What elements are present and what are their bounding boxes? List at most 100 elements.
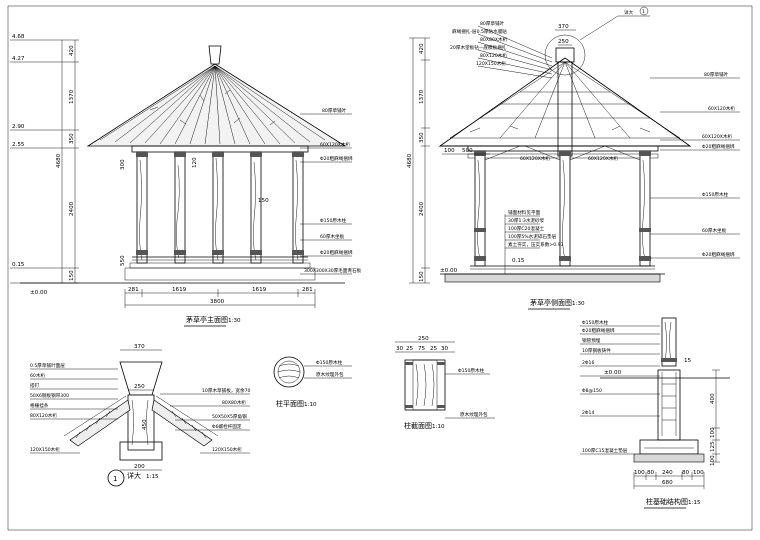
front-hdim-4: 281 [302, 287, 313, 293]
front-elevation: 4.68 4.27 2.90 2.55 0.15 ±0.00 420 1370 … [10, 34, 362, 327]
detail1-left-label-5: 格栅挂条 [30, 402, 49, 409]
column-section-dim-3: 25 [406, 346, 414, 352]
front-label-column: Φ150原木柱 [320, 217, 347, 224]
front-level-1: 4.68 [12, 34, 25, 40]
side-right-label-4: Φ20粗麻绳捆绑 [702, 143, 735, 150]
footing-hdim-4: 80 [682, 470, 690, 476]
column-plan-label-2: 原木纹理外包 [316, 371, 344, 378]
column-section-title: 柱截面图 [404, 421, 432, 430]
footing-hdim-1: 100 [634, 470, 645, 476]
detail1-bottom-left: 120X150木桁 [30, 446, 60, 453]
column-plan-scale: 1:10 [304, 402, 317, 408]
side-top-label-4: 20厚木望板钻—底模板捆扎 [450, 44, 507, 51]
side-right-label-3: 60X120X木桁 [702, 133, 733, 140]
column-section-dim-5: 25 [430, 346, 438, 352]
detail1-right-label-1: 10厚木草铺板，宽余70 [202, 387, 251, 394]
side-right-label-1: 80厚草铺叶 [704, 71, 729, 78]
column-section-label-1: Φ150原木柱 [458, 367, 485, 374]
front-vdim-1: 420 [69, 45, 75, 56]
front-vdim-2: 1370 [69, 89, 75, 104]
front-label-rope-bottom: Φ20粗麻绳捆绑 [320, 249, 353, 256]
detail1-left-label-4: 50X6钢板钢带300 [30, 392, 69, 399]
side-foundation-5: 素土夯实，压实系数>0.93 [508, 241, 563, 248]
side-top-label-2: 麻绳捆扎-层0.5厚防水膜贴 [452, 28, 507, 35]
side-vdim-3: 350 [419, 132, 425, 143]
column-section-dim-2: 30 [396, 346, 404, 352]
footing-vdim-1: 400 [710, 393, 716, 404]
footing-title: 柱基础结构图 [646, 497, 688, 506]
side-right-label-7: Φ20粗麻绳捆绑 [702, 251, 735, 258]
side-top-dim-1: 370 [558, 24, 569, 30]
side-vdim-5: 2400 [419, 201, 425, 216]
side-right-label-2: 60X120木桁 [708, 105, 735, 112]
footing-label-5: 2Φ16 [582, 360, 594, 366]
front-level-4: 2.55 [12, 142, 25, 148]
front-inner-dim-3: 150 [258, 198, 269, 204]
footing-scale: 1:15 [688, 500, 701, 506]
front-level-6: ±0.00 [30, 290, 48, 296]
detail1-left-label-1: 0.5厚草铺叶面层 [30, 362, 65, 369]
front-vdim-6: 150 [69, 270, 75, 281]
detail-1: 370 250 450 200 0.5厚草铺叶面层 60木桁 搭钉 50X6 [30, 344, 251, 487]
side-vdim-2: 1370 [419, 89, 425, 104]
footing-label-2: Φ20粗麻绳捆绑 [582, 327, 615, 334]
side-title: 茅草亭侧面图 [530, 298, 572, 307]
detail1-bottom-right: 120X150木桁 [212, 446, 242, 453]
side-vdim-6: 150 [419, 271, 425, 282]
side-foundation-3: 100厚C20混凝土 [508, 225, 545, 232]
column-footing: Φ150原木柱 Φ20粗麻绳捆绑 钢管预埋 10厚钢板铸件 2Φ16 Φ8@15… [580, 317, 730, 509]
front-total-dim: 3800 [210, 299, 225, 305]
front-label-rope-top: Φ20粗麻绳捆绑 [320, 155, 353, 162]
side-small-dim-2: 500 [462, 148, 473, 154]
detail1-right-label-3: 50X50X5厚角钢 [212, 413, 247, 420]
front-label-thatch: 80厚草铺叶 [322, 107, 347, 114]
front-level-5: 0.15 [12, 262, 25, 268]
side-top-label-1: 80厚草铺叶 [480, 20, 505, 27]
side-right-label-5: Φ150原木柱 [702, 191, 729, 198]
front-inner-dim-4: 550 [120, 255, 126, 266]
front-scale: 1:30 [228, 318, 241, 324]
footing-vdim-2: 100 [710, 427, 716, 438]
footing-top-dim: 15 [684, 358, 692, 364]
column-section: 250 30 25 75 25 30 Φ150原木柱 原木纹理外包 柱截面图 1… [395, 336, 495, 430]
side-callout-text: 详大 [624, 9, 634, 16]
column-section-label-2: 原木纹理外包 [460, 411, 488, 418]
side-scale: 1:30 [572, 301, 585, 307]
side-top-label-3: 80X80X木桁 [480, 36, 508, 43]
front-hdim-3: 1619 [252, 287, 267, 293]
front-hdim-2: 1619 [172, 287, 187, 293]
front-level-2: 4.27 [12, 56, 25, 62]
detail1-scale: 1:15 [146, 474, 159, 480]
footing-vdim-3: 125 [710, 441, 716, 452]
detail1-dim-2: 250 [134, 384, 145, 390]
column-section-dim-6: 30 [441, 346, 449, 352]
column-plan-title: 柱平面图 [276, 399, 304, 408]
footing-hdim-3: 240 [662, 470, 673, 476]
side-foundation-4: 100厚5%水泥碎石垫层 [508, 233, 557, 240]
side-top-label-5: 80X120木桁 [480, 52, 507, 59]
side-foundation-1: 铺面材料见平面 [508, 209, 541, 216]
front-inner-dim-1: 300 [120, 159, 126, 170]
side-level-2: 0.15 [512, 258, 525, 264]
footing-level: ±0.00 [604, 370, 622, 376]
detail1-right-label-2: 80X80木桁 [222, 399, 246, 406]
column-section-scale: 1:10 [432, 424, 445, 430]
side-vdim-4: 4680 [407, 153, 413, 168]
front-inner-dim-2: 120 [192, 157, 198, 168]
detail1-title: 详大 [127, 471, 141, 480]
column-section-dim-4: 75 [418, 346, 426, 352]
side-mid-label-1: 60X120X木桁 [520, 155, 551, 162]
front-label-stone: 300X300X30厚毛面青石板 [304, 267, 362, 274]
footing-label-4: 10厚钢板铸件 [582, 347, 611, 354]
detail1-left-label-6: 80X120木桁 [30, 412, 57, 419]
front-vdim-5: 2400 [69, 201, 75, 216]
side-small-dim-1: 100 [444, 148, 455, 154]
side-callout-no: 1 [642, 9, 645, 15]
side-mid-label-2: 60X120X木桁 [588, 155, 619, 162]
footing-hdim-2: 80 [647, 470, 655, 476]
front-label-purlin: 60X120X木桁 [320, 141, 351, 148]
front-vdim-4: 4680 [56, 153, 62, 168]
side-top-dim-2: 250 [558, 39, 569, 45]
